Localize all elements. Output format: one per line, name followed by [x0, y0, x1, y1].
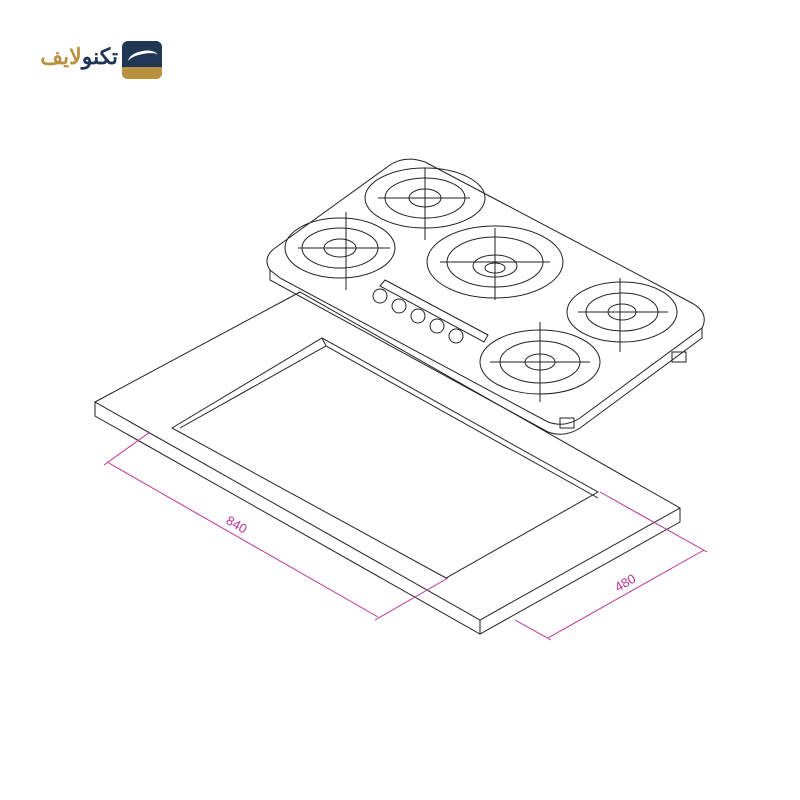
- control-knobs: [372, 279, 489, 344]
- logo-mark-icon: [122, 41, 162, 79]
- depth-dimension-label: 480: [612, 571, 638, 595]
- gas-hob: [266, 158, 705, 435]
- burner-wok-center: [426, 225, 564, 300]
- dimension-width: [103, 431, 449, 621]
- countertop: [93, 291, 682, 635]
- burner-back: [364, 167, 486, 240]
- cutout: [170, 337, 600, 579]
- dimension-depth: [514, 491, 708, 641]
- width-dimension-label: 840: [224, 513, 250, 537]
- burner-back-left: [284, 212, 396, 290]
- hob-feet: [559, 351, 687, 429]
- burner-front: [479, 322, 601, 402]
- logo-text: تکنولایف: [40, 44, 118, 69]
- burner-right: [566, 278, 678, 352]
- technolife-logo[interactable]: تکنولایف: [36, 38, 166, 84]
